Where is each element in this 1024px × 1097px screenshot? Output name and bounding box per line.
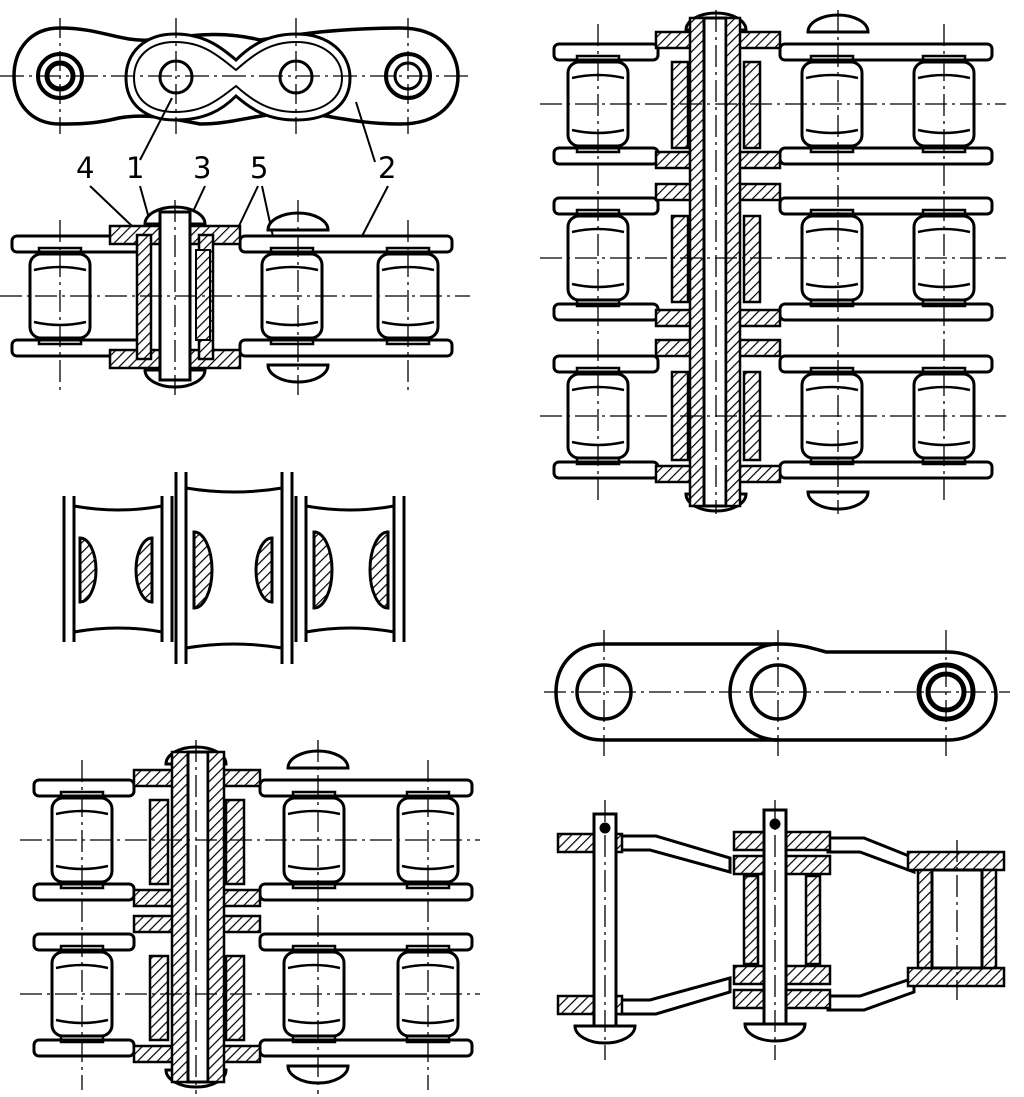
bush-roller-section: [62, 472, 406, 664]
callout-1: 1: [126, 151, 144, 185]
callout-5: 5: [250, 151, 268, 185]
simple-chain-top-section: [0, 200, 470, 395]
cranked-link-side-view: [544, 630, 1010, 756]
cranked-link-section: [556, 800, 1006, 1060]
simple-chain-side-view: [0, 18, 470, 163]
callout-labels: 4 1 3 5 2: [76, 151, 396, 279]
duplex-chain-section: [20, 740, 480, 1094]
triplex-chain-section: [540, 10, 1006, 514]
callout-3: 3: [193, 151, 211, 185]
callout-4: 4: [76, 151, 94, 185]
callout-2-top: 2: [378, 151, 396, 185]
